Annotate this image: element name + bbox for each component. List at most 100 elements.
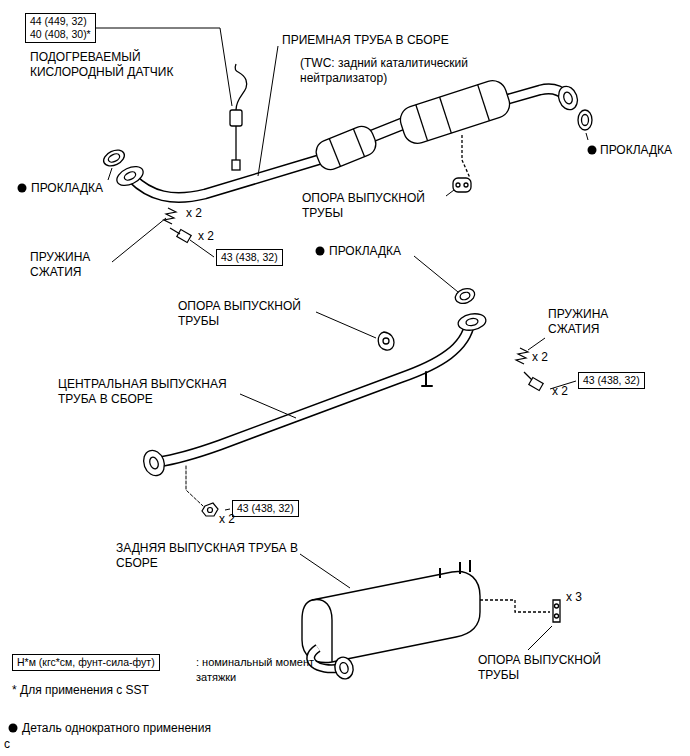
pipe-flange	[457, 312, 487, 333]
pipe-flange	[148, 456, 160, 470]
exhaust-support	[378, 332, 394, 350]
quantity: x 2	[186, 206, 202, 221]
one-time-use-dot	[9, 146, 597, 733]
exhaust-support	[464, 183, 468, 187]
catalytic-converter	[313, 77, 514, 173]
pipe-flange	[114, 163, 146, 189]
leader-line	[84, 28, 588, 650]
spring-bolt	[202, 503, 218, 516]
one-time-use-dot	[18, 184, 27, 193]
torque-value: 43 (438, 32)	[221, 251, 278, 264]
gasket	[453, 286, 477, 306]
oxygen-sensor	[230, 64, 247, 170]
pipe-flange	[114, 84, 581, 190]
torque-value: 40 (408, 30)*	[30, 28, 91, 41]
leader-line	[528, 626, 552, 650]
center-pipe	[158, 322, 470, 462]
gasket	[101, 147, 127, 169]
one-time-use-dot	[316, 247, 325, 256]
pipe-flange	[562, 91, 574, 105]
exhaust-support	[555, 604, 559, 608]
catalytic-converter	[313, 123, 380, 173]
torque-spec-box: 43 (438, 32)	[216, 249, 283, 266]
center-pipe	[158, 322, 470, 506]
exhaust-support	[555, 614, 559, 618]
leader-line	[414, 256, 458, 292]
part-name: ПРИЕМНАЯ ТРУБА В СБОРЕ	[282, 33, 449, 48]
spring-bolt	[164, 208, 543, 516]
torque-spec-box: 44 (449, 32)40 (408, 30)*	[25, 13, 96, 43]
leader-line	[316, 312, 376, 338]
muffler	[302, 560, 480, 681]
one-time-use-dot	[588, 146, 597, 155]
catalytic-converter	[313, 123, 380, 173]
spring-bolt	[177, 230, 191, 243]
one-time-use-dot	[9, 724, 18, 733]
part-name: ПРОКЛАДКА	[600, 143, 672, 158]
part-name: ПРУЖИНА СЖАТИЯ	[30, 250, 112, 280]
muffler	[302, 572, 480, 663]
center-pipe	[186, 466, 203, 506]
front-pipe	[132, 160, 318, 197]
front-pipe	[372, 124, 402, 136]
leader-line	[108, 168, 112, 180]
muffler	[440, 560, 470, 578]
exhaust-support	[456, 183, 460, 187]
part-name: ОПОРА ВЫПУСКНОЙ ТРУБЫ	[478, 653, 618, 683]
quantity: x 2	[532, 350, 548, 365]
muffler	[339, 662, 350, 675]
front-pipe	[505, 89, 566, 100]
center-pipe	[158, 322, 470, 462]
figure-code: c	[4, 737, 10, 752]
pipe-flange	[140, 447, 168, 478]
leader-line	[240, 394, 296, 418]
part-name: ОПОРА ВЫПУСКНОЙ ТРУБЫ	[178, 299, 318, 329]
quantity: x 2	[552, 384, 568, 399]
quantity: x 2	[219, 512, 235, 527]
gasket	[459, 291, 471, 301]
spring-bolt	[516, 348, 528, 364]
torque-spec-box: 43 (438, 32)	[578, 372, 645, 389]
part-name: ПРУЖИНА СЖАТИЯ	[548, 307, 630, 337]
legend-torque-box: Н*м (кгс*см, фунт-сила-фут)	[12, 654, 160, 671]
leader-line	[300, 554, 350, 588]
front-pipe	[505, 89, 566, 100]
part-name: ЗАДНЯЯ ВЫПУСКНАЯ ТРУБА В СБОРЕ	[116, 541, 312, 571]
torque-spec-box: 43 (438, 32)	[232, 500, 299, 517]
pipe-flange	[140, 312, 487, 479]
part-name: ЦЕНТРАЛЬНАЯ ВЫПУСКНАЯ ТРУБА В СБОРЕ	[58, 377, 244, 407]
center-pipe	[422, 372, 432, 386]
part-name: ПРОКЛАДКА	[31, 181, 103, 196]
torque-value: 43 (438, 32)	[583, 374, 640, 387]
note-text: (TWC: задний каталитический нейтрализато…	[300, 56, 492, 86]
torque-value: 43 (438, 32)	[237, 502, 294, 515]
torque-value: Н*м (кгс*см, фунт-сила-фут)	[17, 656, 155, 669]
catalytic-converter	[440, 97, 452, 133]
catalytic-converter	[397, 77, 513, 147]
catalytic-converter	[329, 139, 340, 167]
oxygen-sensor	[232, 160, 240, 170]
exhaust-support	[453, 178, 471, 192]
leader-line	[258, 46, 278, 176]
oxygen-sensor	[235, 64, 247, 110]
gasket	[107, 152, 121, 163]
quantity: x 2	[198, 229, 214, 244]
catalytic-converter	[416, 105, 428, 141]
spring-bolt	[170, 228, 180, 234]
leader-line	[586, 133, 588, 140]
exhaust-support	[383, 338, 389, 344]
catalytic-converter	[353, 129, 364, 157]
legend-text: Деталь однократного применения	[22, 721, 211, 736]
pipe-flange	[465, 318, 478, 327]
gasket	[101, 110, 592, 306]
catalytic-converter	[397, 77, 513, 147]
catalytic-converter	[478, 85, 490, 121]
leader-line	[112, 218, 166, 262]
spring-bolt	[164, 208, 176, 224]
leader-line	[528, 338, 545, 350]
part-name: ОПОРА ВЫПУСКНОЙ ТРУБЫ	[302, 191, 442, 221]
torque-value: 44 (449, 32)	[30, 15, 91, 28]
front-pipe	[132, 160, 318, 197]
leader-line	[225, 509, 230, 510]
oxygen-sensor	[230, 110, 242, 126]
